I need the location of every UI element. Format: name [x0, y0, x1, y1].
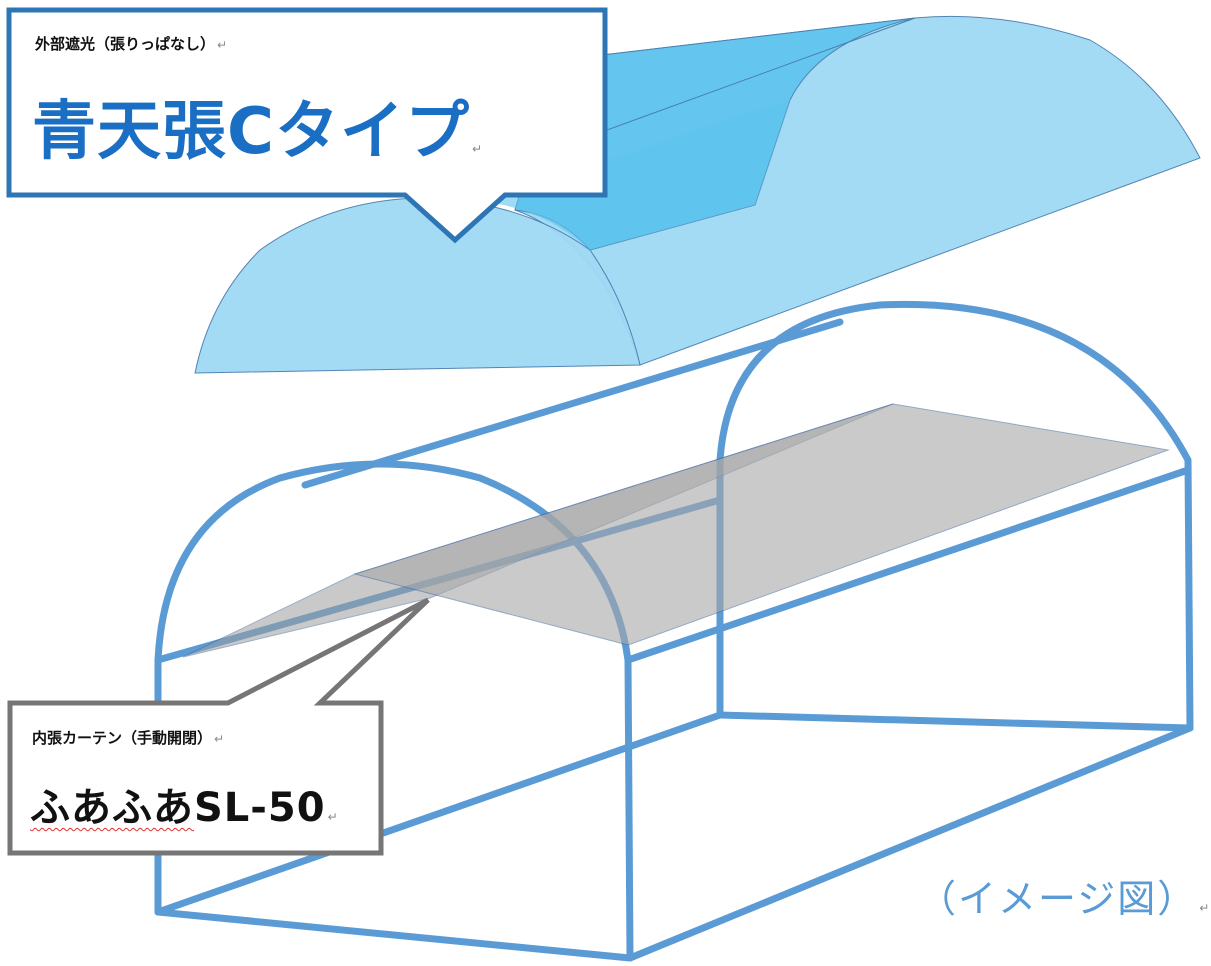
outer-callout-shape — [6, 7, 608, 244]
frame-bottom-front — [154, 908, 634, 962]
inner-curtain — [182, 403, 1170, 658]
return-mark-icon: ↵ — [214, 732, 225, 746]
outer-shade-sheet — [194, 15, 1201, 374]
inner-curtain-right-panel — [353, 403, 1170, 646]
inner-callout-subtitle-text: 内張カーテン（手動開閉） — [32, 729, 213, 747]
frame-ridge-line — [301, 318, 844, 489]
outer-callout-product-text: 青天張Cタイプ — [32, 95, 470, 169]
frame-bottom-left — [154, 711, 724, 916]
frame-bottom-back — [716, 711, 1194, 732]
frame-right-eave — [624, 466, 1192, 664]
outer-sheet-front-dark — [470, 100, 790, 250]
image-caption: （イメージ図）↵ — [918, 868, 1211, 923]
frame-back-arch — [716, 300, 1194, 732]
return-mark-icon: ↵ — [1199, 901, 1211, 915]
return-mark-icon: ↵ — [327, 810, 339, 824]
outer-callout-subtitle: 外部遮光（張りっぱなし）↵ — [35, 33, 227, 54]
inner-callout-product: ふあふあSL-50↵ — [30, 775, 339, 833]
inner-callout-product-text-part1: ふあふあ — [30, 785, 194, 831]
image-caption-text: （イメージ図） — [918, 877, 1198, 921]
inner-callout-shape — [7, 597, 430, 856]
return-mark-icon: ↵ — [471, 142, 484, 156]
greenhouse-frame — [154, 300, 1194, 962]
return-mark-icon: ↵ — [217, 38, 228, 52]
outer-callout-product: 青天張Cタイプ↵ — [32, 80, 483, 172]
inner-callout-product-text-part2: SL-50 — [194, 785, 326, 831]
outer-callout — [6, 7, 608, 244]
inner-callout-subtitle: 内張カーテン（手動開閉）↵ — [32, 727, 224, 748]
outer-callout-subtitle-text: 外部遮光（張りっぱなし） — [35, 35, 216, 53]
frame-bottom-right — [626, 724, 1194, 962]
inner-callout — [7, 597, 430, 856]
